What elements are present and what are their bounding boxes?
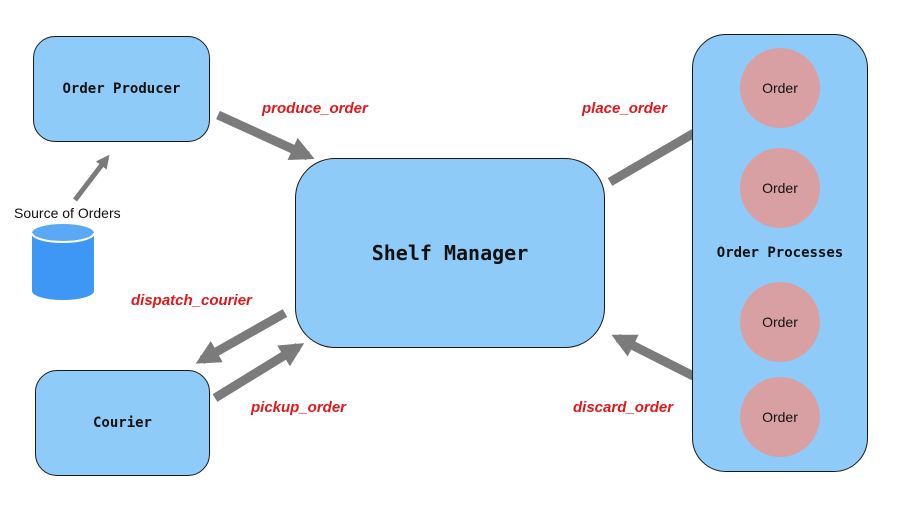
dispatch-courier-label: dispatch_courier: [131, 292, 252, 309]
shelf-manager-label: Shelf Manager: [371, 241, 529, 265]
courier-box: Courier: [35, 370, 210, 476]
pickup-order-arrow: [212, 343, 305, 402]
place-order-label: place_order: [582, 100, 668, 117]
order-processes-label: Order Processes: [716, 245, 844, 261]
discard-order-label: discard_order: [573, 399, 674, 416]
produce-order-arrow: [216, 110, 315, 161]
order-producer-label: Order Producer: [62, 81, 181, 97]
produce-order-label: produce_order: [262, 100, 368, 117]
database-icon: [31, 224, 95, 300]
source-of-orders-label: Source of Orders: [14, 205, 121, 221]
order-circle: Order: [740, 48, 820, 128]
order-producer-box: Order Producer: [33, 36, 210, 142]
shelf-manager-box: Shelf Manager: [295, 158, 605, 348]
order-circle: Order: [740, 377, 820, 457]
courier-label: Courier: [92, 415, 152, 431]
order-circle: Order: [740, 148, 820, 228]
dispatch-courier-arrow: [195, 309, 288, 364]
source-to-producer-arrow: [73, 154, 110, 202]
order-circle: Order: [740, 282, 820, 362]
pickup-order-label: pickup_order: [251, 399, 347, 416]
